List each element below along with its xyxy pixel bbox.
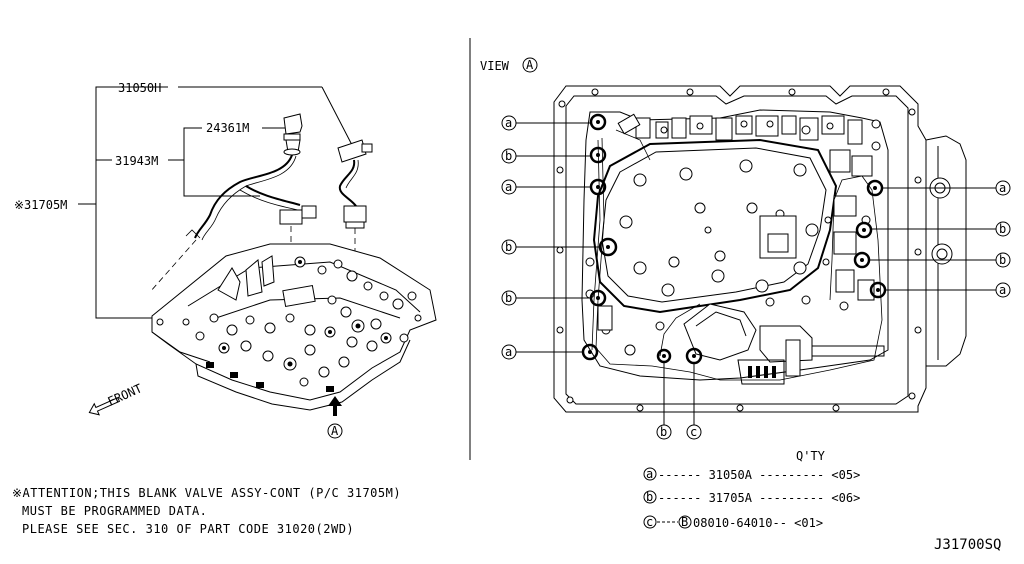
- view-label: VIEW: [480, 59, 510, 73]
- harness-31050h: [337, 139, 373, 229]
- view-marker: A: [526, 58, 534, 72]
- legend-row-b: ------ 31705A --------- <06>: [658, 491, 860, 505]
- quantity-legend: Q'TY a ------ 31050A --------- <05> b --…: [643, 449, 860, 530]
- svg-text:a: a: [999, 283, 1006, 297]
- svg-text:c: c: [690, 425, 697, 439]
- svg-text:b: b: [505, 291, 512, 305]
- svg-text:b: b: [999, 253, 1006, 267]
- svg-text:A: A: [331, 424, 339, 438]
- svg-text:※ATTENTION;THIS BLANK VALVE AS: ※ATTENTION;THIS BLANK VALVE ASSY-CONT (P…: [12, 486, 401, 500]
- svg-text:PLEASE SEE SEC. 310 OF PART CO: PLEASE SEE SEC. 310 OF PART CODE 31020(2…: [22, 522, 354, 536]
- front-arrow: [88, 397, 121, 416]
- callout-markers-right: a b b a: [995, 180, 1011, 298]
- attention-note: ※ATTENTION;THIS BLANK VALVE ASSY-CONT (P…: [12, 486, 401, 536]
- label-24361m: 24361M: [206, 121, 249, 135]
- svg-text:a: a: [505, 345, 512, 359]
- label-31050h: 31050H: [118, 81, 161, 95]
- svg-text:B: B: [681, 515, 688, 529]
- diagram-code: J31700SQ: [934, 537, 1001, 553]
- front-label: FRONT: [106, 381, 145, 408]
- view-a-arrow: A: [327, 396, 343, 439]
- svg-text:b: b: [999, 222, 1006, 236]
- left-assembly: FRONT A 31050H 24361M 31943M ※31705M: [14, 81, 437, 439]
- view-a-panel: VIEW A: [480, 57, 1011, 440]
- legend-row-c: 08010-64010-- <01>: [693, 516, 823, 530]
- legend-row-a: ------ 31050A --------- <05>: [658, 468, 860, 482]
- svg-text:MUST BE PROGRAMMED DATA.: MUST BE PROGRAMMED DATA.: [22, 504, 207, 518]
- harness-31943m: [185, 154, 317, 241]
- callout-markers-bottom: b c: [656, 424, 702, 440]
- valve-body-31705m: [151, 243, 437, 411]
- svg-text:b: b: [505, 240, 512, 254]
- svg-text:c: c: [646, 515, 653, 529]
- label-31705m: ※31705M: [14, 198, 67, 212]
- svg-text:b: b: [660, 425, 667, 439]
- svg-text:b: b: [646, 490, 653, 504]
- svg-text:a: a: [999, 181, 1006, 195]
- callout-markers-left: a b a b b a: [501, 115, 517, 360]
- svg-text:b: b: [505, 149, 512, 163]
- label-31943m: 31943M: [115, 154, 158, 168]
- connector-24361m: [283, 113, 303, 156]
- svg-text:a: a: [646, 467, 653, 481]
- qty-header: Q'TY: [796, 449, 826, 463]
- svg-text:a: a: [505, 180, 512, 194]
- svg-text:a: a: [505, 116, 512, 130]
